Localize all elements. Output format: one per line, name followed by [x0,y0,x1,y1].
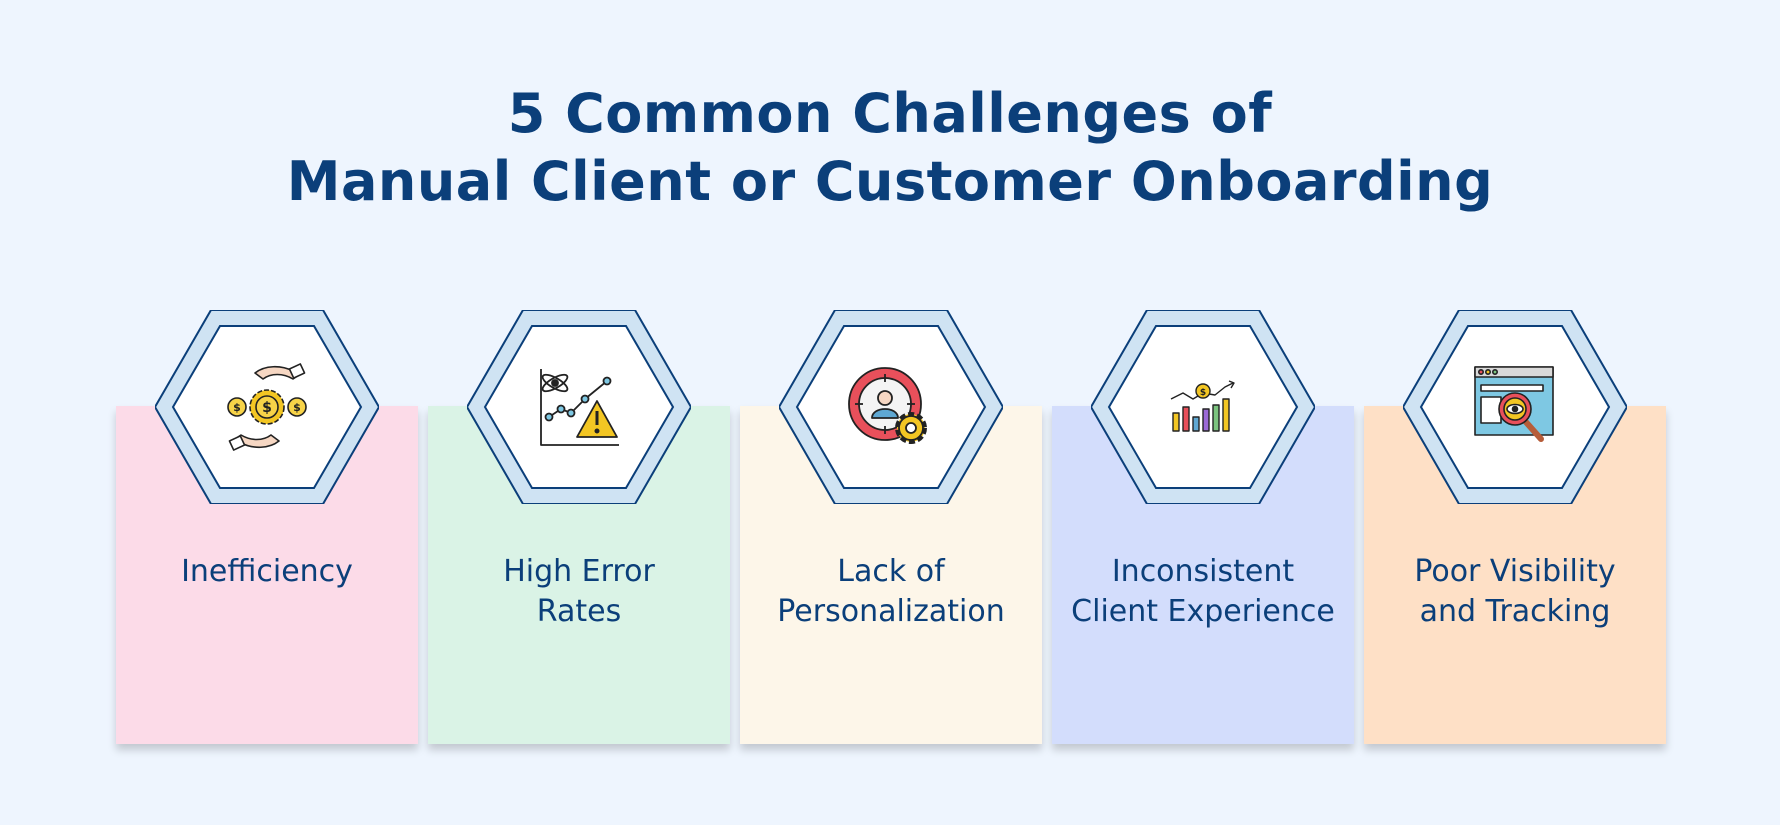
chart-warning-icon [540,369,619,446]
hexagon-badge [779,310,1003,504]
fluctuating-bar-chart-icon: $ [1170,380,1235,432]
challenge-card-high-error-rates: High Error Rates [428,406,730,744]
card-label: Inconsistent Client Experience [1071,554,1335,629]
title-line-1: 5 Common Challenges of [507,82,1273,145]
hexagon-badge [1403,310,1627,504]
svg-text:$: $ [233,401,241,414]
svg-text:$: $ [293,401,301,414]
hexagon-badge: $ [1091,310,1315,504]
title-line-2: Manual Client or Customer Onboarding [286,150,1494,213]
svg-text:$: $ [262,400,272,416]
card-label: Poor Visibility and Tracking [1414,554,1616,629]
hexagon-badge [467,310,691,504]
hexagon-badge: $ $ $ [155,310,379,504]
page-title: 5 Common Challenges of Manual Client or … [0,80,1780,216]
card-label: Lack of Personalization [777,554,1005,629]
svg-text:$: $ [1200,388,1206,398]
target-person-gear-icon [848,367,927,444]
card-label: Inefficiency [181,554,353,589]
browser-magnifier-eye-icon [1474,366,1554,442]
card-label: High Error Rates [503,554,655,629]
challenge-card-poor-visibility: Poor Visibility and Tracking [1364,406,1666,744]
hands-gear-coins-icon: $ $ $ [227,363,307,451]
